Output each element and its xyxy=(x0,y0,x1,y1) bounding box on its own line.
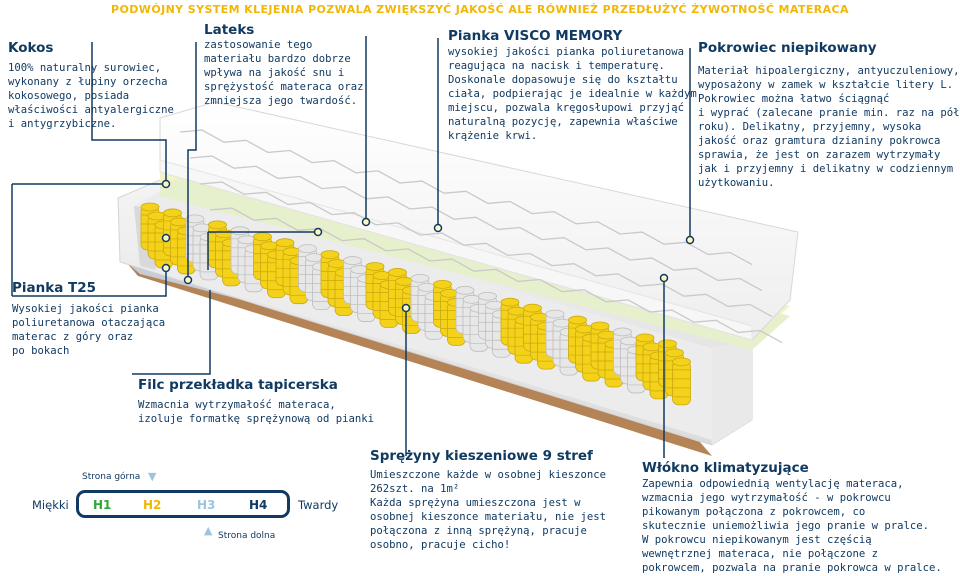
soft-label: Miękki xyxy=(32,498,69,512)
spring-top xyxy=(433,279,452,289)
spring-top xyxy=(523,303,542,313)
quilt-line xyxy=(199,181,773,318)
spring-top xyxy=(343,256,362,265)
t25-block: Pianka T25 Wysokiej jakości pianka poliu… xyxy=(12,280,165,358)
spring-top xyxy=(665,348,684,358)
quilt-line xyxy=(179,129,753,266)
spring-top xyxy=(163,208,182,218)
t25-title: Pianka T25 xyxy=(12,280,97,296)
firmness-level-h4: H4 xyxy=(249,498,268,512)
spring-top xyxy=(635,333,655,343)
spring-top xyxy=(613,327,632,337)
firmness-level-h1: H1 xyxy=(93,498,112,512)
spring-top xyxy=(500,297,520,307)
spring-top xyxy=(658,339,677,349)
spring-top xyxy=(185,214,205,224)
arrow-up-icon: ▲ xyxy=(204,524,213,537)
leader-dots xyxy=(161,179,695,313)
lateks-text: zastosowanie tego materiału bardzo dobrz… xyxy=(204,39,364,107)
top-side-label: Strona górna xyxy=(82,472,141,482)
top-banner: PODWÓJNY SYSTEM KLEJENIA POZWALA ZWIĘKSZ… xyxy=(111,3,849,16)
bottom-side-label: Strona dolna xyxy=(218,531,276,541)
spring-top xyxy=(568,315,587,325)
sprezyny-block: Sprężyny kieszeniowe 9 stref Umieszczone… xyxy=(370,448,606,552)
quilt-line xyxy=(189,155,763,292)
spring-top xyxy=(410,273,430,283)
wlokno-title: Włókno klimatyzujące xyxy=(642,460,809,476)
t25-text: Wysokiej jakości pianka poliuretanowa ot… xyxy=(12,303,166,357)
firmness-level-h2: H2 xyxy=(143,498,162,512)
spring-top xyxy=(230,226,250,236)
wlokno-text: Zapewnia odpowiednią wentylację materaca… xyxy=(642,478,942,574)
sprezyny-title: Sprężyny kieszeniowe 9 stref xyxy=(370,448,593,464)
filc-title: Filc przekładka tapicerska xyxy=(138,377,338,393)
spring-top xyxy=(298,244,317,254)
visco-text: wysokiej jakości pianka poliuretanowa re… xyxy=(448,46,697,142)
kokos-text: 100% naturalny surowiec, wykonany z łupi… xyxy=(8,62,174,130)
leader-lines xyxy=(11,36,691,458)
lateks-block: Lateks zastosowanie tego materiału bardz… xyxy=(204,22,363,108)
firmness-level-h3: H3 xyxy=(197,498,216,512)
spring-top xyxy=(365,262,385,271)
visco-block: Pianka VISCO MEMORY wysokiej jakości pia… xyxy=(448,28,697,143)
spring-top xyxy=(388,268,407,277)
arrow-down-icon: ▼ xyxy=(148,470,157,483)
spring-top xyxy=(545,309,565,319)
filc-block: Filc przekładka tapicerska Wzmacnia wytr… xyxy=(138,377,374,426)
spring-top xyxy=(275,238,295,248)
spring-top xyxy=(672,357,691,367)
hard-label: Twardy xyxy=(298,498,339,512)
visco-title: Pianka VISCO MEMORY xyxy=(448,28,623,44)
felt-layer xyxy=(126,262,712,456)
wlokno-block: Włókno klimatyzujące Zapewnia odpowiedni… xyxy=(642,460,942,575)
spring-top xyxy=(253,232,272,242)
pokrowiec-title: Pokrowiec niepikowany xyxy=(698,40,877,56)
pokrowiec-block: Pokrowiec niepikowany Materiał hipoalerg… xyxy=(698,40,960,190)
pocket-springs xyxy=(140,202,691,406)
spring-top xyxy=(140,202,160,212)
sprezyny-text: Umieszczone każde w osobnej kieszonce 26… xyxy=(370,469,606,551)
kokos-title: Kokos xyxy=(8,40,54,56)
firmness-scale: Strona górna ▼ Miękki H1 H2 H3 H4 Twardy… xyxy=(32,468,362,548)
filc-text: Wzmacnia wytrzymałość materaca, izoluje … xyxy=(138,399,374,425)
spring-top xyxy=(455,285,475,295)
firmness-bar: H1 H2 H3 H4 xyxy=(76,490,290,518)
spring-top xyxy=(320,250,340,260)
spring-top xyxy=(208,220,227,230)
pokrowiec-text: Materiał hipoalergiczny, antyuczuleniowy… xyxy=(698,65,960,189)
lateks-title: Lateks xyxy=(204,22,255,38)
spring-top xyxy=(478,291,497,301)
quilt-line xyxy=(209,207,783,344)
spring-pocket xyxy=(672,360,691,406)
spring-top xyxy=(590,321,610,331)
kokos-block: Kokos 100% naturalny surowiec, wykonany … xyxy=(8,40,174,131)
quilting-pattern xyxy=(179,129,783,344)
